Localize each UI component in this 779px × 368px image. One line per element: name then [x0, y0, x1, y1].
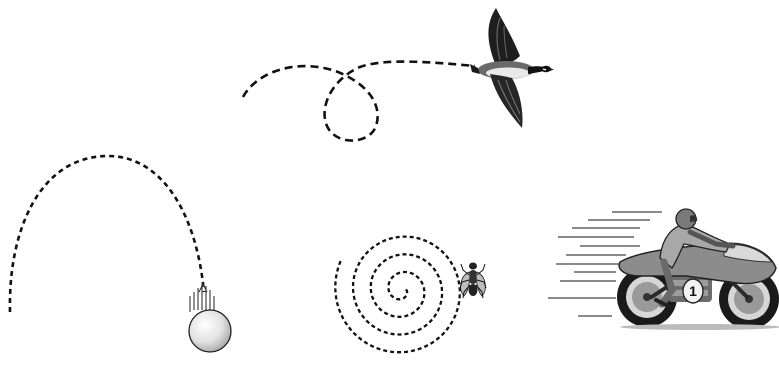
fly-path	[335, 237, 460, 353]
fly-icon	[460, 263, 486, 299]
fly-figure	[335, 237, 486, 353]
ball-path	[10, 156, 204, 312]
ball-figure	[10, 156, 231, 352]
ball-icon	[189, 310, 231, 352]
race-number: 1	[689, 283, 697, 299]
goose-icon	[470, 8, 554, 128]
motorcycle-icon: 1	[617, 209, 779, 330]
goose-path	[243, 62, 475, 141]
goose-figure	[243, 8, 554, 141]
motorcycle-figure: 1	[548, 209, 779, 330]
ball-motion-lines	[190, 284, 214, 312]
